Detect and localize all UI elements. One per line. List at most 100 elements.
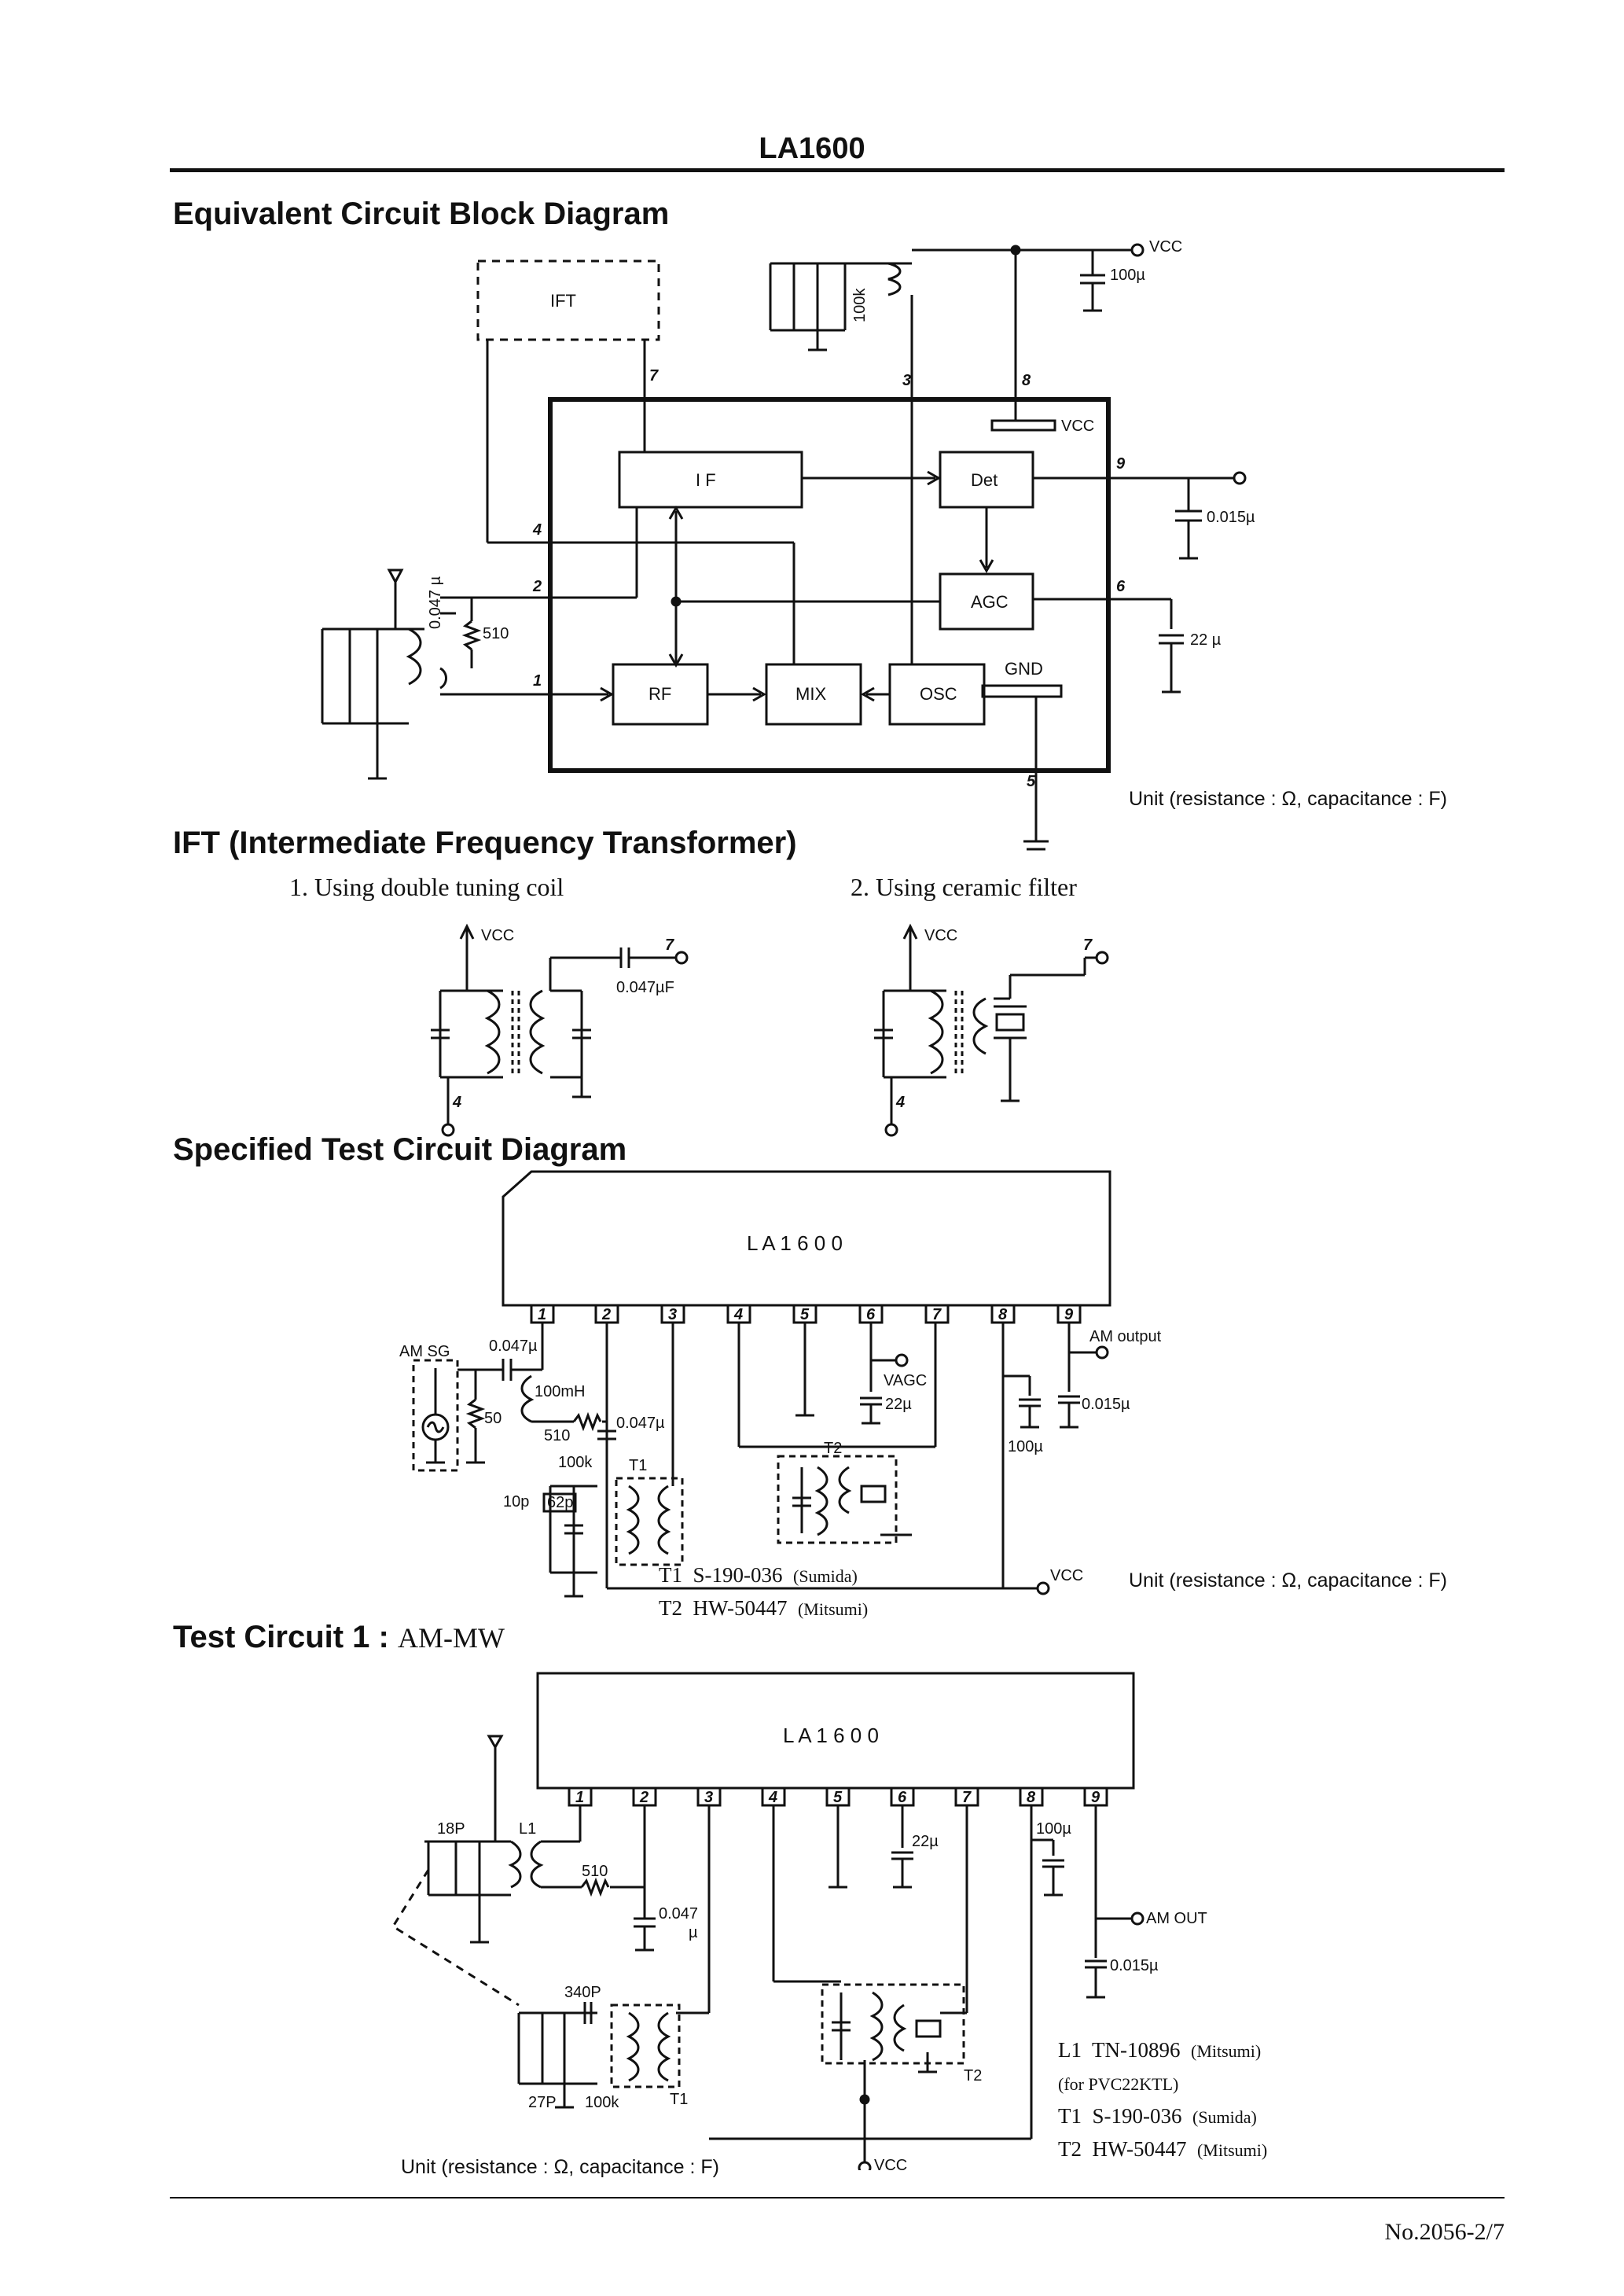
test-chip-outline [502,1170,1111,1307]
tc1-pin-8: 8 [1027,1789,1036,1806]
pin-1-label: 1 [533,672,542,690]
block-diagram-unit-note: Unit (resistance : Ω, capacitance : F) [1129,788,1447,810]
ift-diagrams: VCC 0.047µF 7 4 VCC 7 4 [431,923,1109,1137]
tc1-note-t1: T1 S-190-036 (Sumida) [1058,2104,1257,2128]
c100u-label: 100µ [1110,267,1145,284]
pin-2-label: 2 [532,578,542,595]
tc-c62p: 62p [547,1494,573,1511]
tc-vcc: VCC [1050,1567,1083,1584]
tc1-pin-5: 5 [833,1789,843,1806]
tc1-c0047: 0.047 [659,1905,698,1923]
test-chip-label: L A 1 6 0 0 [747,1231,843,1255]
r510-label: 510 [483,625,509,642]
pin-9-label: 9 [1116,455,1126,473]
tc-am-sg: AM SG [399,1343,450,1360]
tc1-c22u: 22µ [912,1833,939,1850]
tc1-l1: L1 [519,1820,536,1838]
if-label: I F [696,470,716,490]
test-circuit-heading: Specified Test Circuit Diagram [173,1132,627,1167]
doc-number: No.2056-2/7 [1384,2219,1505,2245]
tc1-t1: T1 [670,2091,688,2108]
test-pin-4: 4 [733,1306,743,1323]
tc1-c0015: 0.015µ [1110,1957,1159,1974]
tc-note-t2: T2 HW-50447 (Mitsumi) [659,1596,869,1620]
ift1-vcc: VCC [481,927,514,944]
test-circuit-diagram: L A 1 6 0 0 1 2 3 4 5 6 7 8 9 [399,1170,1162,1598]
pin-8-label: 8 [1022,372,1031,389]
tc1-t2-box [821,1983,965,2065]
tc1-note-t2: T2 HW-50447 (Mitsumi) [1058,2137,1268,2161]
tc1-unit-note: Unit (resistance : Ω, capacitance : F) [401,2156,719,2178]
tc1-vcc: VCC [874,2157,907,2170]
tc-c22u: 22µ [885,1396,912,1413]
block-diagram-heading: Equivalent Circuit Block Diagram [173,197,670,231]
gnd-label: GND [1005,659,1043,679]
tc-c100u: 100µ [1008,1438,1043,1455]
tc1-c27p: 27P [528,2094,557,2111]
gnd-bar [981,684,1063,698]
tc1-c0047u: µ [689,1924,698,1941]
ift2-pin7: 7 [1083,936,1093,954]
tc-c0015: 0.015µ [1082,1396,1130,1413]
tc-c10p: 10p [503,1493,529,1510]
c22u-label: 22 µ [1190,631,1222,649]
vcc-inner-label: VCC [1061,418,1094,435]
tc-r510: 510 [544,1427,570,1444]
r100k-label: 100k [851,288,869,322]
header-rule [170,168,1505,172]
test-pin-7: 7 [932,1306,942,1323]
test-pin-6: 6 [866,1306,876,1323]
pin-5-label: 5 [1027,773,1036,790]
tc1-c18p: 18P [437,1820,465,1838]
t2-box [777,1455,898,1544]
ift-option2: 2. Using ceramic filter [851,873,1077,901]
tc-c0047b: 0.047µ [616,1415,665,1432]
test-circuit1-heading: Test Circuit 1 : AM-MW [173,1620,505,1654]
tc-t1: T1 [629,1457,647,1474]
vcc-label: VCC [1149,238,1182,256]
block-diagram: IFT I F Det AGC RF MIX OSC GND [321,238,1255,851]
test-circuit1-diagram: L A 1 6 0 0 1 2 3 4 5 6 7 8 9 [391,1672,1207,2170]
tc-note-t1: T1 S-190-036 (Sumida) [659,1563,858,1587]
ic-outline [548,397,1111,773]
test-pin-2: 2 [601,1306,611,1323]
ift-label: IFT [550,291,576,311]
ift1-pin4: 4 [452,1094,461,1111]
tc-r50: 50 [484,1410,502,1427]
tc1-pin-6: 6 [898,1789,907,1806]
ift-option1: 1. Using double tuning coil [289,873,564,901]
test-circuit1-sub: AM-MW [398,1622,505,1654]
tc1-note-for: (for PVC22KTL) [1058,2074,1179,2094]
if-block [618,451,803,509]
test-pin-8: 8 [998,1306,1008,1323]
tc1-pin-7: 7 [962,1789,972,1806]
test-pin-5: 5 [800,1306,810,1323]
antenna-coil [406,627,422,686]
tc1-chip-label: L A 1 6 0 0 [783,1724,879,1747]
tc1-pin-1: 1 [575,1789,584,1806]
test-pin-1: 1 [538,1306,546,1323]
tc-unit-note: Unit (resistance : Ω, capacitance : F) [1129,1569,1447,1591]
ift-heading: IFT (Intermediate Frequency Transformer) [173,826,797,860]
tc-am-output: AM output [1089,1328,1162,1345]
tc1-pin-4: 4 [768,1789,777,1806]
mix-label: MIX [795,684,826,704]
agc-label: AGC [971,592,1009,612]
ift2-vcc: VCC [924,927,957,944]
tc1-t1-box [610,2003,681,2088]
test-pin-9: 9 [1064,1306,1074,1323]
pin-6-label: 6 [1116,578,1126,595]
ift2-pin4: 4 [895,1094,905,1111]
tc1-t2: T2 [964,2067,982,2084]
tc1-r100k: 100k [585,2094,619,2111]
tc1-note-l1: L1 TN-10896 (Mitsumi) [1058,2038,1262,2062]
test-pin-3: 3 [668,1306,677,1323]
c0015-label: 0.015µ [1207,509,1255,526]
ift1-pin7: 7 [665,936,674,954]
am-sg-box [412,1359,459,1472]
tc-l100mh: 100mH [535,1383,585,1400]
tc1-c100u: 100µ [1036,1820,1071,1838]
t1-box [615,1477,684,1566]
page-title: LA1600 [759,132,865,165]
tc-r100k: 100k [558,1454,593,1471]
